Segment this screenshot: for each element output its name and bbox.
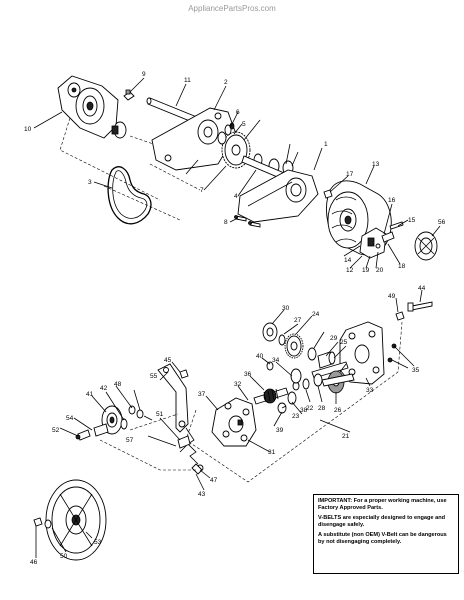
- spring: [177, 427, 204, 472]
- drive-pulley: [45, 479, 107, 561]
- watermark: AppliancePartsPros.com: [188, 4, 276, 13]
- callout-54: 54: [66, 415, 74, 422]
- collar-29: [317, 351, 336, 369]
- callout-10: 10: [24, 126, 32, 133]
- callout-50: 50: [60, 553, 68, 560]
- gear-case: [211, 397, 257, 447]
- important-notice: IMPORTANT: For a proper working machine,…: [313, 494, 459, 574]
- callout-57: 57: [126, 437, 134, 444]
- callout-11: 11: [184, 77, 191, 84]
- chain-case: [237, 169, 319, 223]
- callout-27: 27: [294, 317, 302, 324]
- callout-36: 36: [244, 371, 252, 378]
- callout-9: 9: [142, 71, 146, 78]
- callout-46: 46: [30, 559, 38, 566]
- callout-2: 2: [224, 79, 228, 86]
- callout-37: 37: [198, 391, 206, 398]
- callout-28: 28: [318, 405, 326, 412]
- callout-53: 53: [94, 539, 102, 546]
- callout-45: 45: [164, 357, 172, 364]
- callout-4: 4: [234, 193, 238, 200]
- callout-15: 15: [408, 217, 416, 224]
- callout-42: 42: [100, 385, 108, 392]
- notice-belts: V-BELTS are especially designed to engag…: [318, 515, 446, 528]
- callout-13: 13: [372, 161, 380, 168]
- v-belt: [107, 166, 152, 225]
- callout-19: 19: [362, 267, 370, 274]
- notice-warning: A substitute (non OEM) V-Belt can be dan…: [318, 532, 447, 545]
- bearing-30: [262, 322, 278, 342]
- callout-56: 56: [438, 219, 446, 226]
- bolt-45: [179, 369, 189, 379]
- callout-22: 22: [306, 405, 314, 412]
- callout-40: 40: [256, 353, 264, 360]
- callout-21: 21: [342, 433, 350, 440]
- callout-20: 20: [376, 267, 384, 274]
- callout-17: 17: [346, 171, 354, 178]
- callout-25: 25: [340, 339, 348, 346]
- worm-shaft: [253, 387, 289, 414]
- callout-55: 55: [150, 373, 158, 380]
- callout-35: 35: [412, 367, 420, 374]
- idler-pulley: [93, 405, 128, 437]
- leader-lines: [33, 77, 441, 558]
- gear-24: [284, 333, 304, 359]
- output-shaft: [311, 361, 355, 394]
- callout-14: 14: [344, 257, 352, 264]
- callout-18: 18: [398, 263, 406, 270]
- callout-6: 6: [236, 109, 240, 116]
- callout-34: 34: [272, 357, 280, 364]
- frame-plate: [151, 107, 237, 171]
- callout-32: 32: [234, 381, 242, 388]
- upper-assembly: [57, 75, 438, 261]
- callout-44: 44: [418, 285, 426, 292]
- callout-5: 5: [242, 121, 246, 128]
- callout-numbers: 1 2 3 4 5 6 7 8 9 10 11 12 13 14 15 16 1…: [24, 71, 446, 566]
- nut-49: [395, 311, 405, 321]
- callout-8: 8: [224, 219, 228, 226]
- bolt-9: [123, 89, 135, 101]
- callout-23: 23: [292, 413, 300, 420]
- callout-29: 29: [330, 335, 338, 342]
- notice-important: IMPORTANT: For a proper working machine,…: [318, 498, 447, 511]
- pin-15: [389, 221, 404, 230]
- callout-43: 43: [198, 491, 206, 498]
- callout-16: 16: [388, 197, 396, 204]
- screws-8: [234, 215, 261, 228]
- callout-48: 48: [114, 381, 122, 388]
- callout-41: 41: [86, 391, 94, 398]
- callout-39: 39: [276, 427, 284, 434]
- link-arm: [157, 363, 189, 433]
- callout-38: 38: [300, 407, 308, 414]
- callout-33: 33: [366, 387, 374, 394]
- engine-pulley-bracket: [57, 75, 127, 139]
- callout-47: 47: [210, 477, 218, 484]
- callout-24: 24: [312, 311, 320, 318]
- callout-49: 49: [388, 293, 396, 300]
- callout-26: 26: [334, 407, 342, 414]
- callout-12: 12: [346, 267, 354, 274]
- gear-housing: [339, 321, 397, 385]
- bolt-44: [407, 301, 433, 312]
- callout-31: 31: [268, 449, 276, 456]
- callout-51: 51: [156, 411, 164, 418]
- callout-52: 52: [52, 427, 60, 434]
- callout-7: 7: [200, 187, 204, 194]
- hub-cap: [414, 231, 438, 261]
- callout-3: 3: [88, 179, 92, 186]
- callout-1: 1: [324, 141, 328, 148]
- hub-bracket: [359, 227, 395, 259]
- callout-30: 30: [282, 305, 290, 312]
- lower-assembly: [33, 301, 433, 561]
